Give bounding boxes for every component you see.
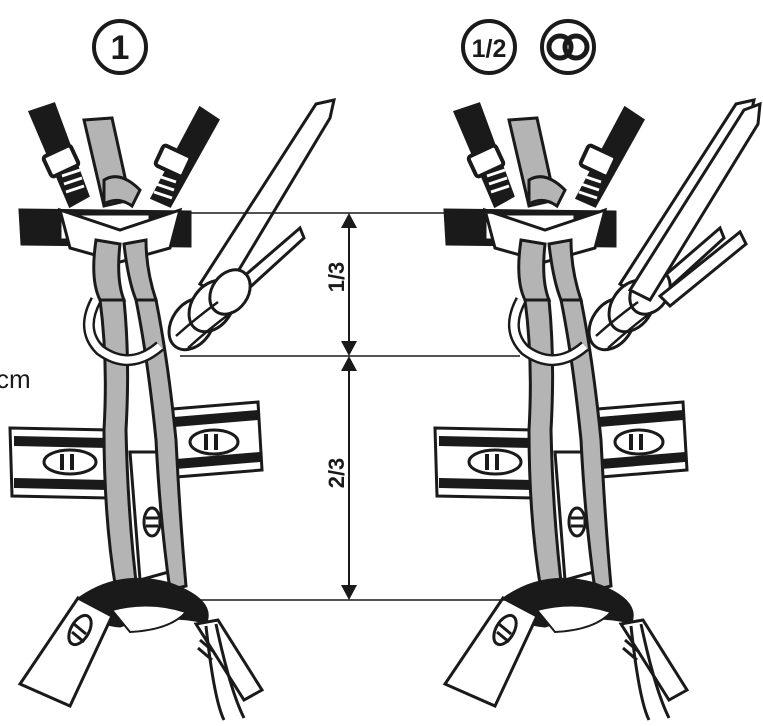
side-unit-label: cm [0, 364, 31, 394]
right-harness-illustration [435, 100, 760, 720]
right-badge-fraction: 1/2 [472, 35, 507, 63]
left-badge-number: 1 [111, 29, 130, 67]
double-rope-rings-icon [542, 21, 594, 73]
left-number-badge: 1 [94, 21, 146, 73]
lower-ratio-label: 2/3 [324, 458, 349, 489]
right-number-badge: 1/2 [463, 21, 515, 73]
upper-ratio-label: 1/3 [324, 262, 349, 293]
left-harness-illustration [10, 100, 334, 720]
